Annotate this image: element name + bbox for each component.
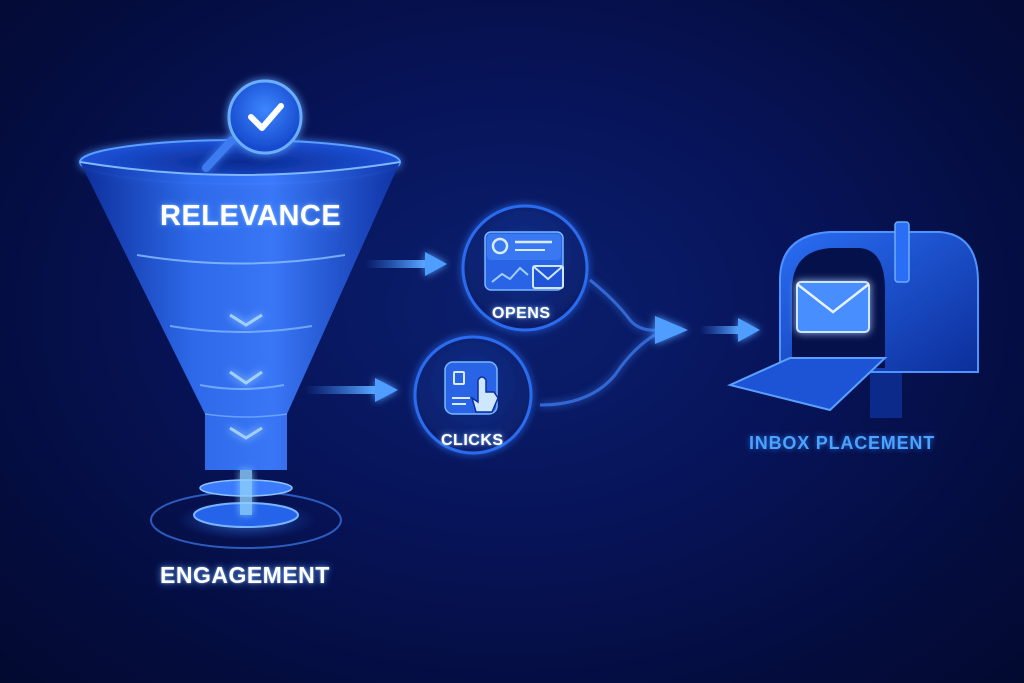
clicks-label: CLICKS (441, 432, 504, 449)
pointer-click-icon (444, 361, 499, 415)
merge-arrow (655, 316, 688, 344)
arrow-to-opens (365, 252, 447, 276)
arrow-to-clicks (305, 378, 398, 402)
opens-node (461, 204, 589, 332)
envelope-icon (796, 281, 870, 333)
inbox-placement-label: INBOX PLACEMENT (749, 433, 936, 453)
chevron-down-icon (229, 313, 263, 440)
clicks-node (413, 335, 533, 455)
email-analytics-icon (484, 231, 564, 291)
merge-connectors (539, 278, 661, 407)
arrow-to-mailbox (700, 318, 760, 342)
funnel (79, 139, 401, 549)
mailbox-icon (726, 221, 979, 418)
funnel-top-label: RELEVANCE (160, 200, 342, 232)
opens-label: OPENS (492, 305, 551, 322)
checkmark-magnifier-icon (202, 79, 303, 172)
funnel-bottom-label: ENGAGEMENT (160, 562, 330, 588)
